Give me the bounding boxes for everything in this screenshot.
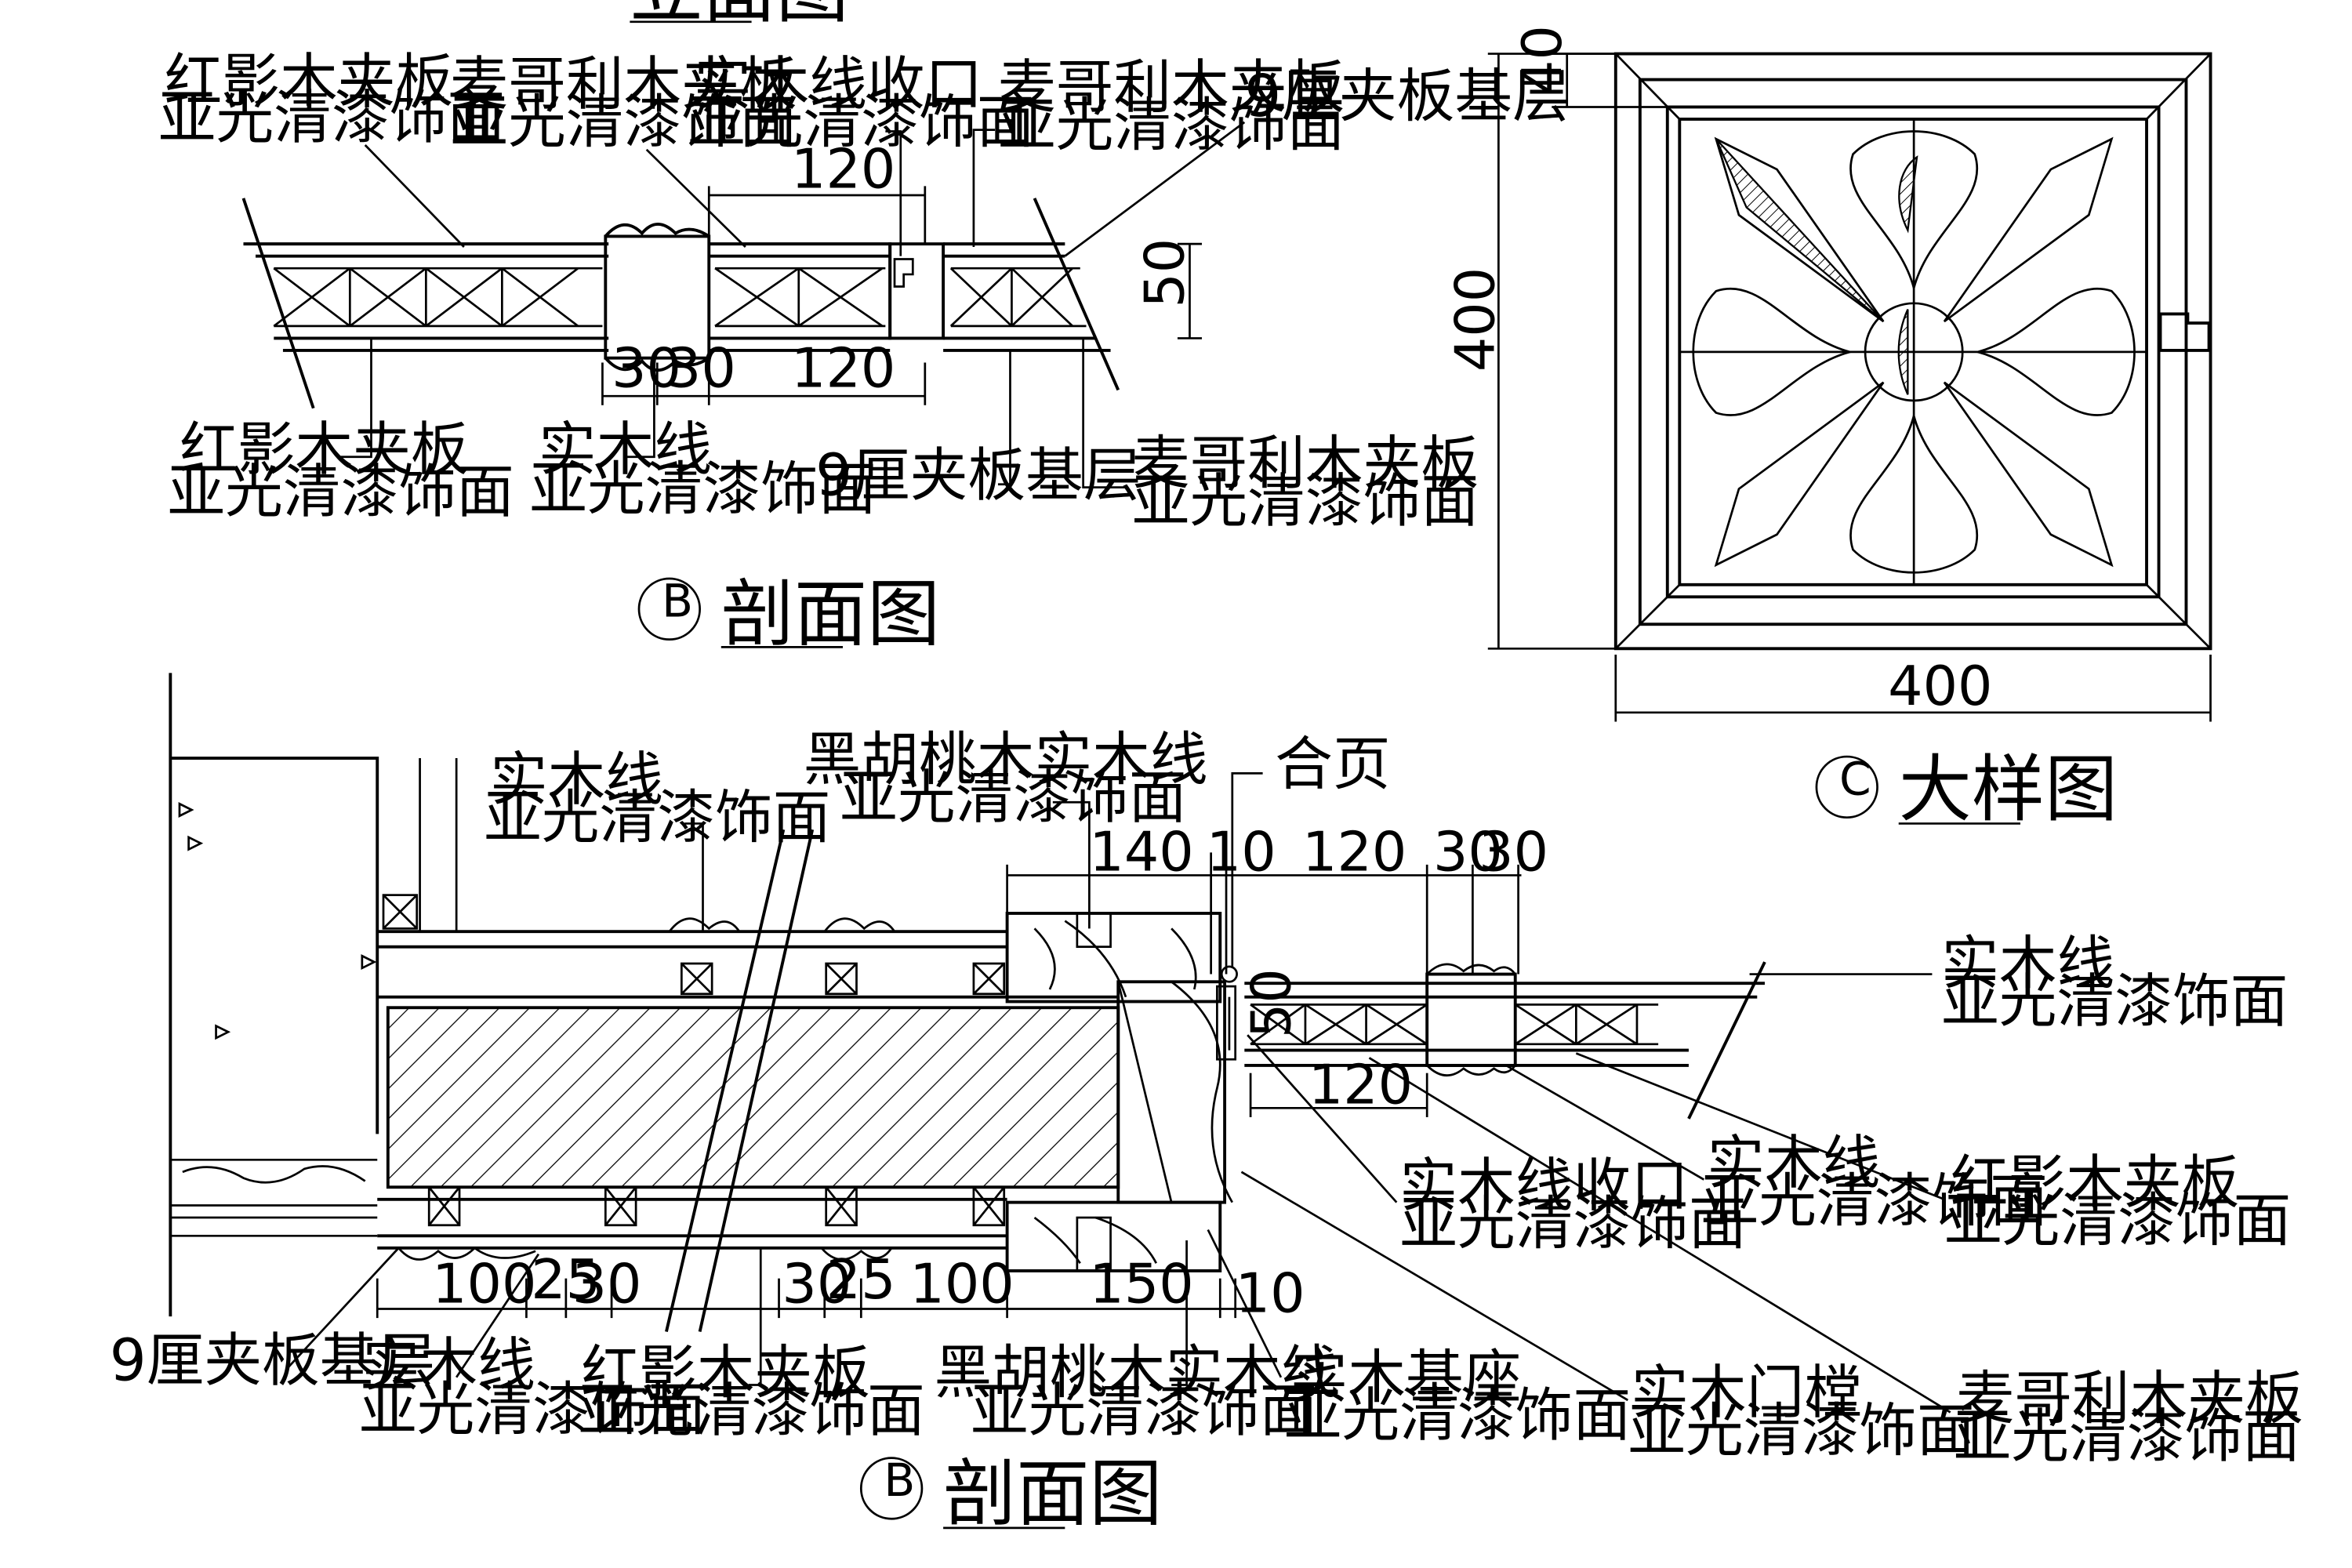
bottom-section-b: 140 10 120 30 30 50 120 100 25 3: [110, 673, 2303, 1536]
label: 亚光清漆饰面: [840, 765, 1186, 832]
dim-text: 100: [432, 1253, 536, 1316]
dim-text: 30: [572, 1253, 642, 1316]
label: 合页: [1275, 731, 1390, 798]
dim-text: 25: [826, 1248, 896, 1312]
dim-text: 400: [1444, 267, 1508, 372]
label: 实木基座: [1290, 1345, 1522, 1411]
dim-text: 150: [1089, 1253, 1193, 1316]
label: 麦哥利木夹板: [1956, 1366, 2303, 1432]
label: 实木线收口: [694, 52, 983, 118]
label: 麦哥利木夹板: [450, 52, 797, 118]
rosette-ornament: [1692, 130, 2136, 574]
dim-text: 10: [1207, 821, 1276, 884]
section-marker-b-bottom: [859, 1457, 924, 1520]
top-annotations: 红影木夹板 亚光清漆饰面 麦哥利木夹板 亚光清漆饰面 实木线收口 亚光清漆饰面 …: [158, 49, 1570, 535]
label: 亚光清漆饰面: [1284, 1383, 1631, 1450]
dim-text: 30: [782, 1253, 851, 1316]
dim-text: 140: [1089, 821, 1193, 884]
dim-text: 120: [791, 137, 895, 201]
label: 9厘夹板基层: [815, 442, 1142, 509]
label: 9厘夹板基层: [1244, 64, 1570, 130]
label: 亚光清漆饰面: [1399, 1191, 1746, 1258]
bottom-dims-top: 140 10 120 30 30 50 120: [1006, 821, 1548, 1117]
section-b-top-title: 剖面图: [721, 572, 940, 657]
label: 亚光清漆饰面: [971, 1378, 1317, 1445]
label: 实木线: [490, 746, 663, 813]
label: 亚光清漆饰面: [1954, 1404, 2300, 1471]
dim-text: 50: [1240, 968, 1304, 1038]
door-leaf: [377, 829, 1120, 1333]
dim-text: 30: [1479, 821, 1548, 884]
section-marker-b-top: [637, 577, 701, 641]
label: 亚光清漆饰面: [450, 89, 797, 156]
label: 实木线: [362, 1332, 535, 1399]
top-partial-title: 立面图: [630, 0, 848, 33]
dim-text: 30: [612, 337, 681, 401]
dim-text: 400: [1888, 655, 1992, 718]
label: 亚光清漆饰面: [359, 1377, 706, 1443]
dim-text: 30: [1433, 821, 1503, 884]
door-frame: [1005, 912, 1238, 1272]
marker-letter: C: [1839, 753, 1871, 806]
top-section-b: 立面图: [158, 0, 1570, 657]
dim-text: 50: [1134, 238, 1197, 308]
detail-c: 40 400 400 C 大样图: [1444, 25, 2212, 832]
label: 红影木夹板: [180, 416, 469, 483]
label: 亚光清漆饰面: [529, 456, 876, 523]
dim-text: 30: [666, 337, 736, 401]
dim-text: 120: [1308, 1054, 1413, 1117]
marker-letter: B: [884, 1454, 915, 1507]
dim-text: 10: [1236, 1261, 1305, 1325]
label: 亚光清漆饰面: [158, 85, 505, 151]
label: 亚光清漆饰面: [1628, 1398, 1974, 1465]
label: 亚光清漆饰面: [1700, 1168, 2047, 1235]
dim-text: 40: [1511, 25, 1574, 95]
marker-letter: B: [662, 575, 693, 628]
label: 亚光清漆饰面: [998, 93, 1345, 159]
label: 黑胡桃木实木线: [934, 1340, 1338, 1406]
label: 红影木夹板: [581, 1340, 870, 1406]
dim-text: 100: [909, 1253, 1014, 1316]
label: 亚光清漆饰面: [578, 1378, 924, 1445]
section-b-bottom-title: 剖面图: [943, 1451, 1162, 1536]
label: 亚光清漆饰面: [1941, 969, 2288, 1036]
label: 亚光清漆饰面: [484, 785, 830, 851]
label: 实木线: [539, 416, 712, 483]
label: 实木门樘: [1631, 1359, 1862, 1426]
label: 麦哥利木夹板: [998, 54, 1345, 121]
label: 红影木夹板: [165, 49, 454, 115]
label: 亚光清漆饰面: [167, 459, 514, 526]
detail-c-title: 大样图: [1899, 747, 2118, 832]
bottom-annotations: 实木线 亚光清漆饰面 黑胡桃木实木线 亚光清漆饰面 合页 实木线 亚光清漆饰面 …: [110, 727, 2303, 1471]
dim-text: 25: [531, 1248, 601, 1312]
top-dimensions: 120 50 30 30 120: [601, 137, 1202, 405]
dim-text: 120: [1302, 821, 1406, 884]
dim-text: 120: [791, 337, 895, 401]
label: 黑胡桃木实木线: [804, 727, 1208, 793]
label: 亚光清漆饰面: [1944, 1188, 2291, 1254]
label: 红影木夹板: [1951, 1150, 2240, 1217]
bottom-right-panel: [1244, 961, 1766, 1120]
label: 亚光清漆饰面: [1132, 468, 1479, 535]
bottom-dims-bottom: 100 25 30 30 25 100 150 10: [376, 1248, 1305, 1325]
label: 9厘夹板基层: [110, 1328, 436, 1395]
detail-marker-c: [1815, 755, 1878, 819]
label: 实木线: [1941, 931, 2114, 997]
label: 麦哥利木夹板: [1132, 430, 1479, 497]
label: 亚光清漆饰面: [688, 89, 1034, 156]
